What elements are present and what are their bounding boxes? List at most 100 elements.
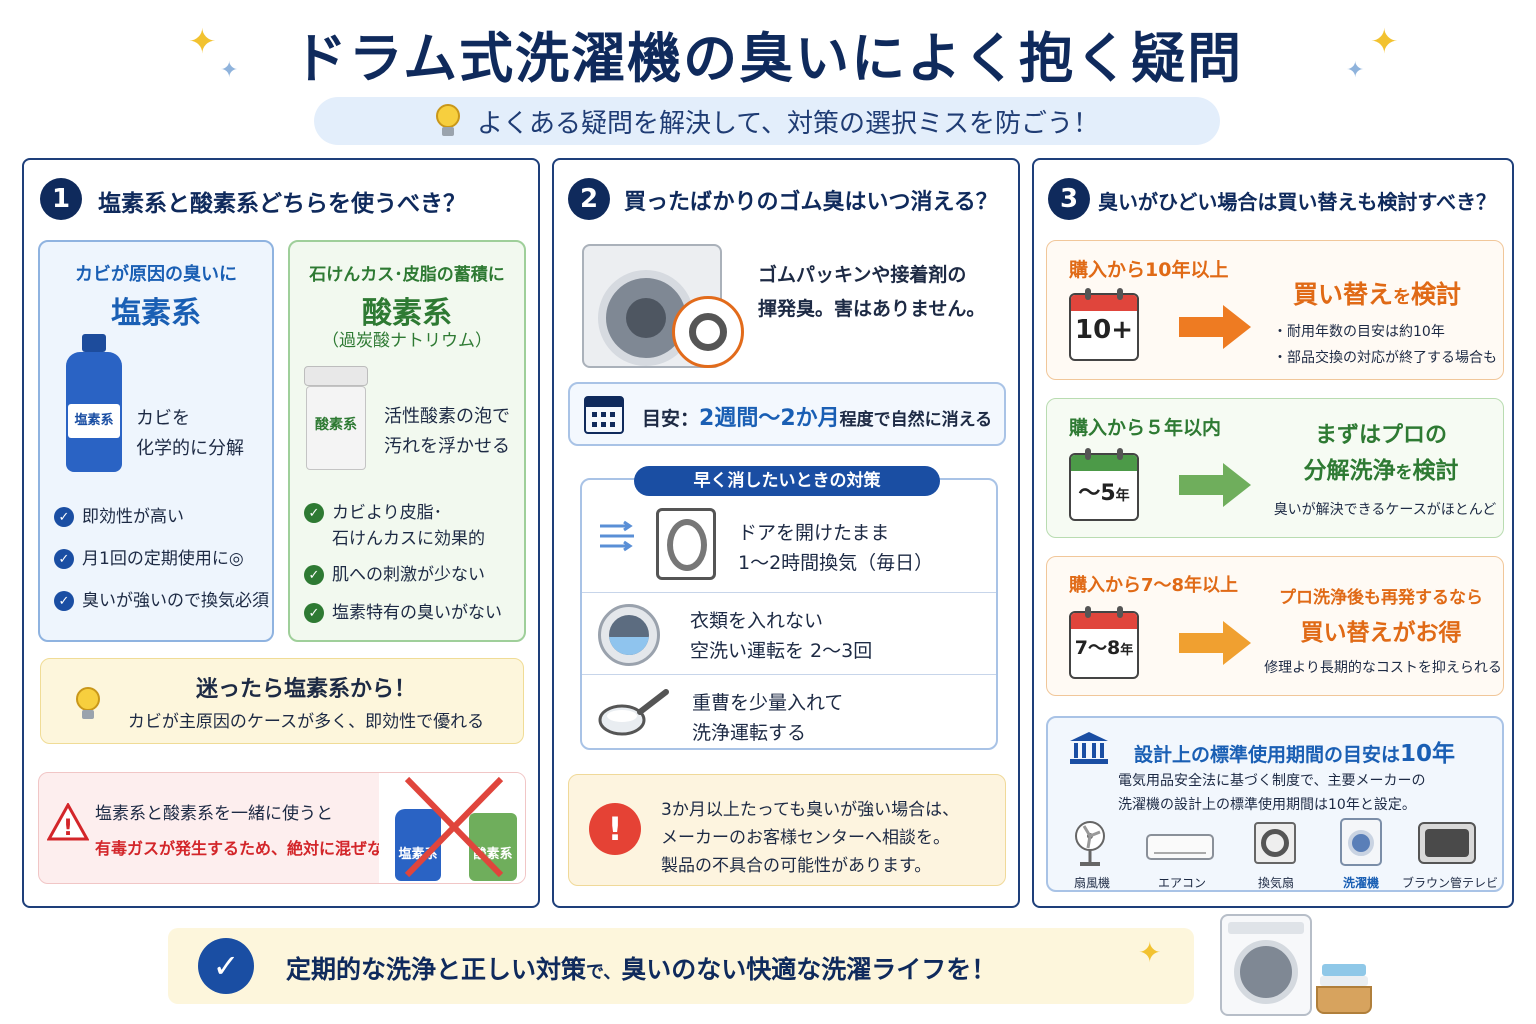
oxygen-lead: 石けんカス･皮脂の蓄積に xyxy=(309,265,505,285)
panel-replacement: 3 臭いがひどい場合は買い替えも検討すべき？ 購入から10年以上 10+ 買い替… xyxy=(1032,158,1514,908)
washing-machine-icon xyxy=(1220,914,1312,1016)
section-number: 1 xyxy=(40,178,82,220)
drum-water-icon xyxy=(598,604,660,666)
list-item: ✓塩素特有の臭いがない xyxy=(304,598,502,623)
exclamation-icon: ! xyxy=(589,803,641,855)
appliance-label: ブラウン管テレビ xyxy=(1401,876,1498,890)
rubber-cause: ゴムパッキンや接着剤の xyxy=(758,264,967,286)
check-circle-icon: ✓ xyxy=(198,938,254,994)
alert-text: 製品の不具合の可能性があります。 xyxy=(661,856,932,876)
standard-text: 電気用品安全法に基づく制度で、主要メーカーの xyxy=(1118,773,1426,789)
appliance-label: 扇風機 xyxy=(1073,876,1110,890)
page-title: ドラム式洗濯機の臭いによく抱く疑問 xyxy=(292,27,1244,90)
government-building-icon xyxy=(1070,732,1108,764)
list-item: ✓肌への刺激が少ない xyxy=(304,560,485,585)
mix-warning-illustration: 塩素系 酸素系 xyxy=(379,773,525,883)
subtitle-banner: よくある疑問を解決して、対策の選択ミスを防ごう！ xyxy=(314,97,1220,145)
case-5-years: 購入から５年以内 〜5年 まずはプロの 分解洗浄を検討 臭いが解決できるケースが… xyxy=(1046,398,1504,538)
case-headline: まずはプロの xyxy=(1314,423,1447,448)
case-headline: 買い替えがお得 xyxy=(1300,620,1462,646)
case-10-years: 購入から10年以上 10+ 買い替えを検討 ・耐用年数の目安は約10年 ・部品交… xyxy=(1046,240,1504,380)
list-item-continued: 石けんカスに効果的 xyxy=(332,529,485,549)
arrow-right-icon xyxy=(1179,463,1251,507)
calendar-icon: 〜5年 xyxy=(1069,448,1139,521)
oxygen-desc: 活性酸素の泡で xyxy=(384,406,510,427)
measure-text: 1〜2時間換気（毎日） xyxy=(738,552,934,574)
calendar-icon xyxy=(584,396,624,434)
calendar-icon: 7〜8年 xyxy=(1069,606,1139,679)
alert-box: ! 3か月以上たっても臭いが強い場合は、 メーカーのお客様センターへ相談を。 製… xyxy=(568,774,1006,886)
panel-rubber-smell: 2 買ったばかりのゴム臭はいつ消える？ ゴムパッキンや接着剤の 揮発臭。害はあり… xyxy=(552,158,1020,908)
list-item: ✓カビより皮脂･ xyxy=(304,498,442,523)
tip-box: 迷ったら塩素系から！ カビが主原因のケースが多く、即効性で優れる xyxy=(40,658,524,744)
appliance-label: 洗濯機 xyxy=(1342,876,1379,890)
subtitle-text: よくある疑問を解決して、対策の選択ミスを防ごう！ xyxy=(477,108,1099,139)
list-item: ✓月1回の定期使用に◎ xyxy=(54,544,244,569)
oxygen-card: 石けんカス･皮脂の蓄積に 酸素系 （過炭酸ナトリウム） 酸素系 活性酸素の泡で … xyxy=(288,240,526,642)
appliance-label: 換気扇 xyxy=(1257,876,1294,890)
guide-box: 目安：2週間〜2か月程度で自然に消える xyxy=(568,382,1006,446)
sparkle-icon: ✦ xyxy=(1370,22,1399,62)
footer-banner: ✓ 定期的な洗浄と正しい対策で、臭いのない快適な洗濯ライフを！ ✦ xyxy=(168,928,1194,1004)
arrow-right-icon xyxy=(1179,621,1251,665)
section-number: 2 xyxy=(568,178,610,220)
crt-tv-icon xyxy=(1418,822,1476,864)
case-7-8-years: 購入から7〜8年以上 7〜8年 プロ洗浄後も再発するなら 買い替えがお得 修理よ… xyxy=(1046,556,1504,696)
section-title: 臭いがひどい場合は買い替えも検討すべき？ xyxy=(1098,190,1496,214)
lightbulb-icon xyxy=(75,687,101,721)
air-conditioner-icon xyxy=(1146,834,1214,860)
oxygen-jar-icon: 酸素系 xyxy=(304,366,368,470)
cross-mark-icon xyxy=(404,776,504,878)
calendar-icon: 10+ xyxy=(1069,288,1139,361)
case-label: 購入から7〜8年以上 xyxy=(1069,575,1239,596)
case-note: ・部品交換の対応が終了する場合も xyxy=(1273,350,1497,366)
baking-soda-scoop-icon xyxy=(598,684,670,744)
washing-machine-icon xyxy=(1340,818,1382,866)
oxygen-sub: （過炭酸ナトリウム） xyxy=(322,331,492,351)
warning-icon: ! xyxy=(46,801,90,841)
case-label: 購入から10年以上 xyxy=(1069,259,1229,281)
bottle-label: 塩素系 xyxy=(68,404,120,438)
measure-text: 衣類を入れない xyxy=(690,610,824,632)
chlorine-desc: カビを xyxy=(136,408,190,429)
case-note: 修理より長期的なコストを抑えられる xyxy=(1264,660,1502,676)
svg-text:!: ! xyxy=(63,816,73,841)
warning-text: 塩素系と酸素系を一緒に使うと xyxy=(95,804,333,824)
airflow-icon xyxy=(598,516,638,556)
section-title: 塩素系と酸素系どちらを使うべき？ xyxy=(98,191,466,217)
sparkle-icon: ✦ xyxy=(1138,936,1162,969)
chlorine-name: 塩素系 xyxy=(111,296,201,331)
case-headline: 買い替えを検討 xyxy=(1293,280,1462,309)
sparkle-icon: ✦ xyxy=(188,22,217,62)
measures-box: 早く消したいときの対策 ドアを開けたまま 1〜2時間換気（毎日） 衣類を入れない… xyxy=(580,466,998,750)
sparkle-icon: ✦ xyxy=(1346,58,1365,83)
measure-text: 空洗い運転を 2〜3回 xyxy=(690,640,873,662)
guide-text: 目安：2週間〜2か月程度で自然に消える xyxy=(642,406,993,431)
bleach-bottle-icon: 塩素系 xyxy=(62,334,126,474)
rubber-cause: 揮発臭。害はありません。 xyxy=(758,298,986,320)
tip-title: 迷ったら塩素系から！ xyxy=(195,677,416,702)
oxygen-desc: 汚れを浮かせる xyxy=(384,436,510,457)
list-item: ✓臭いが強いので換気必須 xyxy=(54,586,269,611)
panel-chlorine-vs-oxygen: 1 塩素系と酸素系どちらを使うべき？ カビが原因の臭いに 塩素系 塩素系 カビを… xyxy=(22,158,540,908)
measure-text: 洗浄運転する xyxy=(692,722,807,744)
open-door-icon xyxy=(656,508,716,580)
section-number: 3 xyxy=(1048,178,1090,220)
lightbulb-icon xyxy=(435,104,461,138)
appliance-label: エアコン xyxy=(1157,876,1206,890)
footer-message: 定期的な洗浄と正しい対策で、臭いのない快適な洗濯ライフを！ xyxy=(286,955,997,984)
section-title: 買ったばかりのゴム臭はいつ消える？ xyxy=(624,190,998,215)
case-note: ・耐用年数の目安は約10年 xyxy=(1273,324,1445,340)
laundry-basket-icon xyxy=(1316,960,1372,1016)
list-item: ✓即効性が高い xyxy=(54,502,184,527)
jar-label: 酸素系 xyxy=(315,417,357,433)
warning-emphasis: 有毒ガスが発生するため、絶対に混ぜない！ xyxy=(95,839,416,858)
warning-box: ! 塩素系と酸素系を一緒に使うと 有毒ガスが発生するため、絶対に混ぜない！ 塩素… xyxy=(38,772,526,884)
alert-text: 3か月以上たっても臭いが強い場合は、 xyxy=(661,800,960,820)
case-headline: プロ洗浄後も再発するなら xyxy=(1279,588,1483,608)
measure-text: 重曹を少量入れて xyxy=(692,692,844,714)
arrow-right-icon xyxy=(1179,305,1251,349)
standard-title: 設計上の標準使用期間の目安は10年 xyxy=(1134,741,1456,767)
gasket-zoom-icon xyxy=(672,296,744,368)
standard-text: 洗濯機の設計上の標準使用期間は10年と設定。 xyxy=(1118,797,1416,813)
